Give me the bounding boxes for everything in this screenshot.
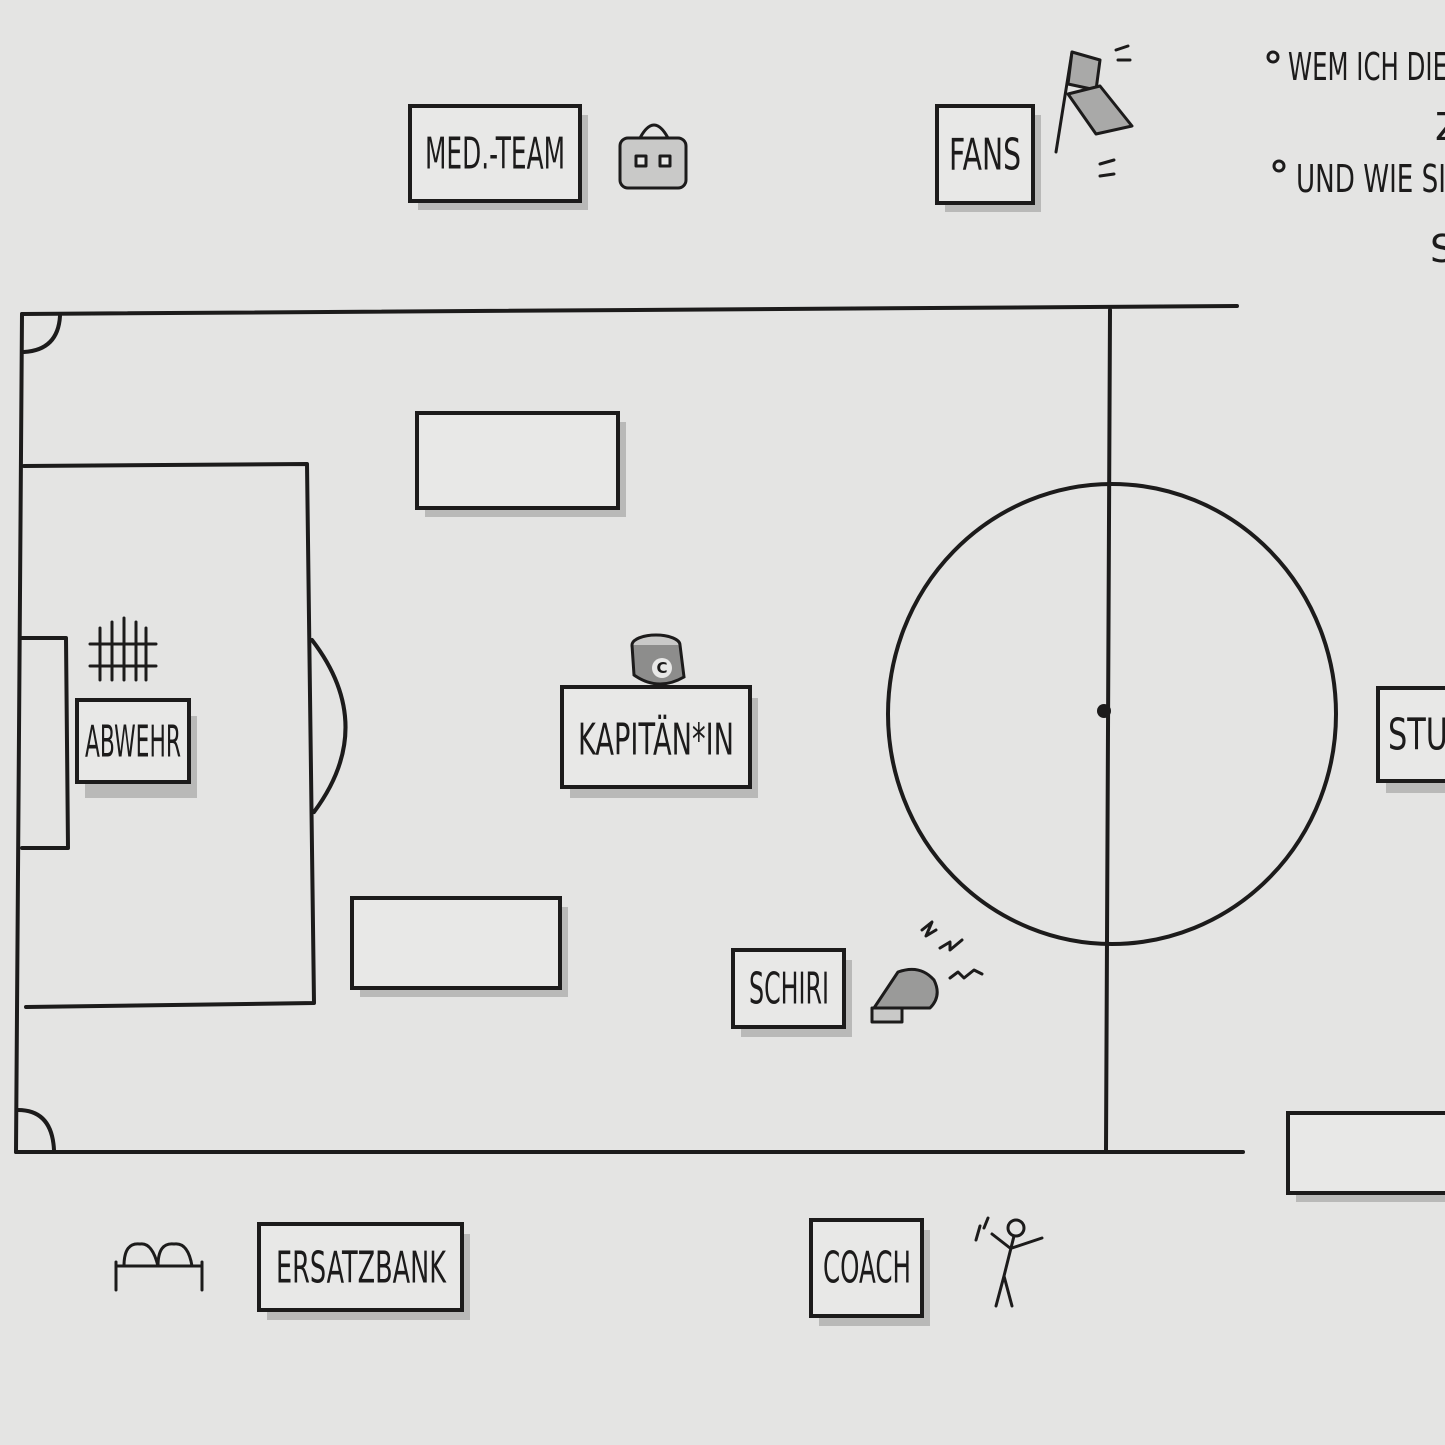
empty-box — [415, 411, 626, 517]
label-text: FANS — [949, 130, 1021, 181]
fence-icon — [88, 616, 158, 682]
coach-figure-icon — [974, 1216, 1044, 1308]
notes: WEM ICH DIE Z UND WIE SI S — [1266, 45, 1445, 271]
label-text: KAPITÄN*IN — [578, 714, 734, 766]
note-line: Z — [1435, 105, 1445, 149]
empty-box — [1286, 1111, 1445, 1202]
empty-box — [350, 896, 568, 997]
medical-bag-icon — [618, 123, 688, 190]
bench-icon — [114, 1242, 204, 1292]
label-schiri: SCHIRI — [731, 948, 852, 1037]
label-ersatzbank: ERSATZBANK — [257, 1222, 470, 1320]
label-text: ABWEHR — [85, 717, 181, 768]
label-text: STU — [1388, 710, 1445, 761]
center-spot — [1097, 704, 1111, 718]
label-coach: COACH — [809, 1218, 930, 1326]
note-line: S — [1430, 227, 1445, 271]
label-fans: FANS — [935, 104, 1041, 212]
label-med-team: MED.-TEAM — [408, 104, 588, 210]
note-line: UND WIE SI — [1296, 157, 1445, 201]
label-text: COACH — [823, 1243, 911, 1294]
note-line: WEM ICH DIE — [1288, 45, 1445, 89]
flag-icon — [1054, 44, 1134, 178]
label-stu: STU — [1376, 686, 1445, 793]
label-text: ERSATZBANK — [276, 1243, 447, 1294]
captain-armband-icon: C — [630, 633, 686, 686]
label-text: SCHIRI — [749, 964, 829, 1015]
armband-letter: C — [656, 659, 667, 677]
label-text: MED.-TEAM — [425, 129, 565, 180]
label-abwehr: ABWEHR — [75, 698, 197, 798]
whistle-icon — [870, 920, 984, 1024]
label-kapitaen: KAPITÄN*IN — [560, 685, 758, 798]
pitch — [14, 304, 1338, 1154]
